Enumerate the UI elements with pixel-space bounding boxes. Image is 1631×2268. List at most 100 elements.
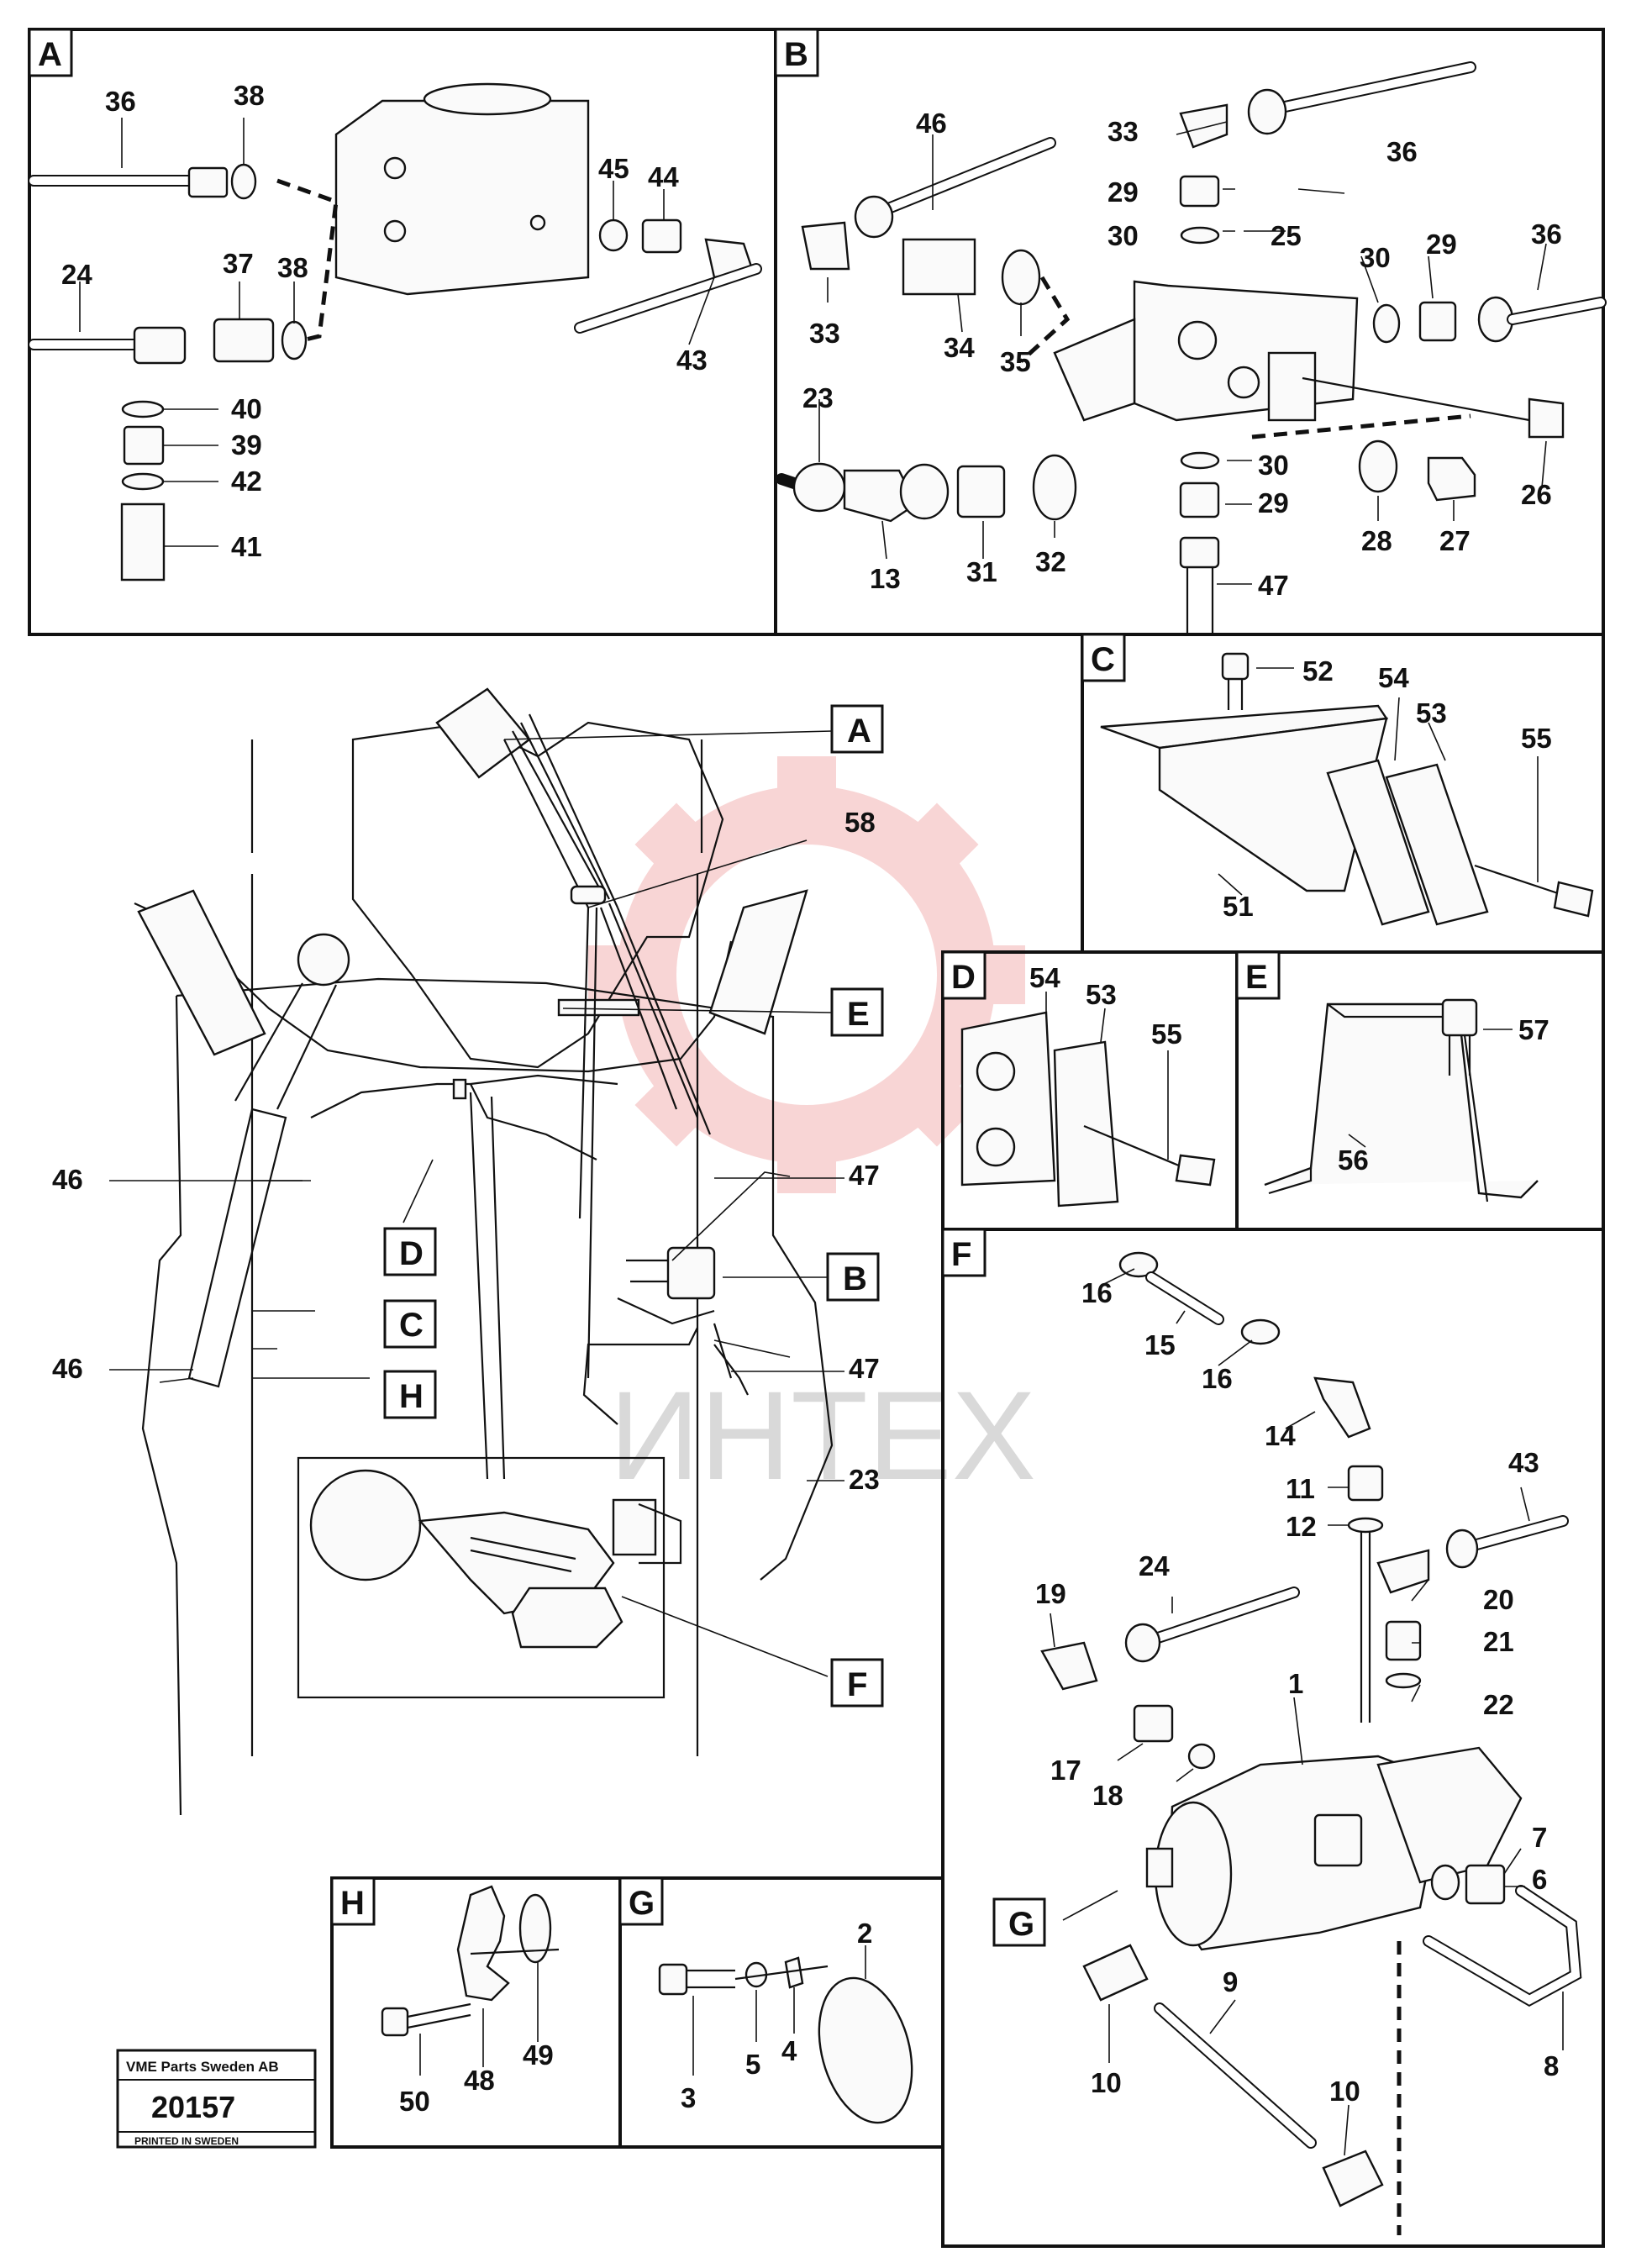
view-letter-label: F (847, 1666, 867, 1703)
part-number-label: 12 (1286, 1511, 1317, 1542)
part-number-label: 43 (676, 345, 708, 376)
part-number-label: 13 (870, 563, 901, 594)
part-number-label: 1 (1288, 1668, 1303, 1699)
panel-g: G 2 3 5 4 (618, 1876, 944, 2149)
part-number-label: 25 (1271, 220, 1302, 251)
panel-c: C 52 54 53 55 51 (1081, 633, 1605, 954)
part-number-label: 42 (231, 466, 262, 497)
part-number-label: 22 (1483, 1689, 1514, 1720)
part-number-label: 38 (277, 252, 308, 283)
part-number-label: 18 (1092, 1780, 1123, 1811)
part-number-label: 47 (1258, 570, 1289, 601)
part-number-label: 16 (1202, 1363, 1233, 1394)
part-number-label: 15 (1144, 1329, 1176, 1360)
part-number-label: 45 (598, 153, 629, 184)
view-letter-label: B (843, 1260, 867, 1297)
part-number-label: 53 (1416, 697, 1447, 729)
part-number-label: 16 (1081, 1277, 1113, 1308)
part-number-label: 19 (1035, 1578, 1066, 1609)
view-letter-label: H (399, 1378, 424, 1415)
panel-letter: E (1245, 959, 1268, 996)
part-number-label: 10 (1329, 2076, 1360, 2107)
part-number-label: 5 (745, 2049, 760, 2080)
part-number-label: 9 (1223, 1966, 1238, 1997)
part-number-label: 55 (1151, 1018, 1182, 1050)
part-number-label: 23 (849, 1464, 880, 1495)
panel-d: D 54 53 55 (941, 950, 1239, 1231)
part-number-label: 52 (1302, 655, 1334, 687)
part-number-label: 46 (52, 1353, 83, 1384)
part-number-label: 10 (1091, 2067, 1122, 2098)
part-number-label: 41 (231, 531, 262, 562)
part-number-label: 48 (464, 2065, 495, 2096)
panel-letter: G (629, 1885, 655, 1922)
part-number-label: 31 (966, 556, 997, 587)
part-number-label: 46 (52, 1164, 83, 1195)
part-number-label: 36 (1531, 218, 1562, 250)
part-number-label: 27 (1439, 525, 1471, 556)
part-number-label: 51 (1223, 891, 1254, 922)
part-number-label: 29 (1426, 229, 1457, 260)
part-number-label: 11 (1286, 1473, 1315, 1504)
part-number-label: 44 (648, 161, 679, 192)
watermark-text: ИНТЕХ (609, 1365, 1036, 1506)
part-number-label: 2 (857, 1918, 872, 1949)
overview-drawing: A 58 E 46 47 D B C 46 47 H 23 F (52, 687, 884, 1816)
panel-letter: C (1091, 641, 1115, 678)
part-number-label: 49 (523, 2039, 554, 2071)
part-number-label: 37 (223, 248, 254, 279)
callout-b: B (826, 1252, 880, 1302)
panel-letter: H (340, 1885, 365, 1922)
callout-g: G (992, 1897, 1046, 1947)
part-number-label: 58 (844, 807, 876, 838)
part-number-label: 33 (1108, 116, 1139, 147)
nameplate-company: VME Parts Sweden AB (126, 2059, 279, 2075)
panel-letter: F (951, 1236, 971, 1273)
part-number-label: 56 (1338, 1145, 1369, 1176)
view-letter-label: D (399, 1235, 424, 1272)
part-number-label: 53 (1086, 979, 1117, 1010)
part-number-label: 38 (234, 80, 265, 111)
part-number-label: 23 (802, 382, 834, 413)
part-number-label: 50 (399, 2086, 430, 2117)
panel-f: F G (941, 1228, 1605, 2248)
nameplate-number: 20157 (151, 2090, 235, 2124)
part-number-label: 40 (231, 393, 262, 424)
part-number-label: 47 (849, 1353, 880, 1384)
panel-letter: D (951, 959, 976, 996)
panel-b: B (774, 28, 1607, 636)
callout-f: F (830, 1658, 884, 1708)
part-number-label: 55 (1521, 723, 1552, 754)
nameplate-footer: PRINTED IN SWEDEN (134, 2135, 239, 2147)
part-number-label: 17 (1050, 1755, 1081, 1786)
part-number-label: 24 (1139, 1550, 1170, 1581)
part-number-label: 28 (1361, 525, 1392, 556)
part-number-label: 4 (781, 2035, 797, 2066)
panel-a: A 36 38 24 37 38 45 44 43 40 (28, 28, 777, 636)
part-number-label: 33 (809, 318, 840, 349)
part-number-label: 24 (61, 259, 92, 290)
part-number-label: 6 (1532, 1864, 1547, 1895)
part-number-label: 26 (1521, 479, 1552, 510)
part-number-label: 30 (1258, 450, 1289, 481)
part-number-label: 3 (681, 2082, 696, 2113)
part-number-label: 46 (916, 108, 947, 139)
view-letter-label: G (1008, 1906, 1034, 1943)
part-number-label: 29 (1258, 487, 1289, 518)
part-number-label: 21 (1483, 1626, 1514, 1657)
view-letter-label: C (399, 1307, 424, 1344)
nameplate: VME Parts Sweden AB 20157 PRINTED IN SWE… (116, 2049, 317, 2149)
part-number-label: 39 (231, 429, 262, 460)
part-number-label: 35 (1000, 346, 1031, 377)
part-number-label: 29 (1108, 176, 1139, 208)
part-number-label: 7 (1532, 1822, 1547, 1853)
panel-e: E 57 56 (1235, 950, 1605, 1231)
part-number-label: 30 (1360, 242, 1391, 273)
part-number-label: 34 (944, 332, 975, 363)
part-number-label: 20 (1483, 1584, 1514, 1615)
panel-letter: B (784, 36, 808, 73)
view-letter-label: A (847, 713, 871, 750)
part-number-label: 30 (1108, 220, 1139, 251)
callout-e: E (830, 987, 884, 1037)
